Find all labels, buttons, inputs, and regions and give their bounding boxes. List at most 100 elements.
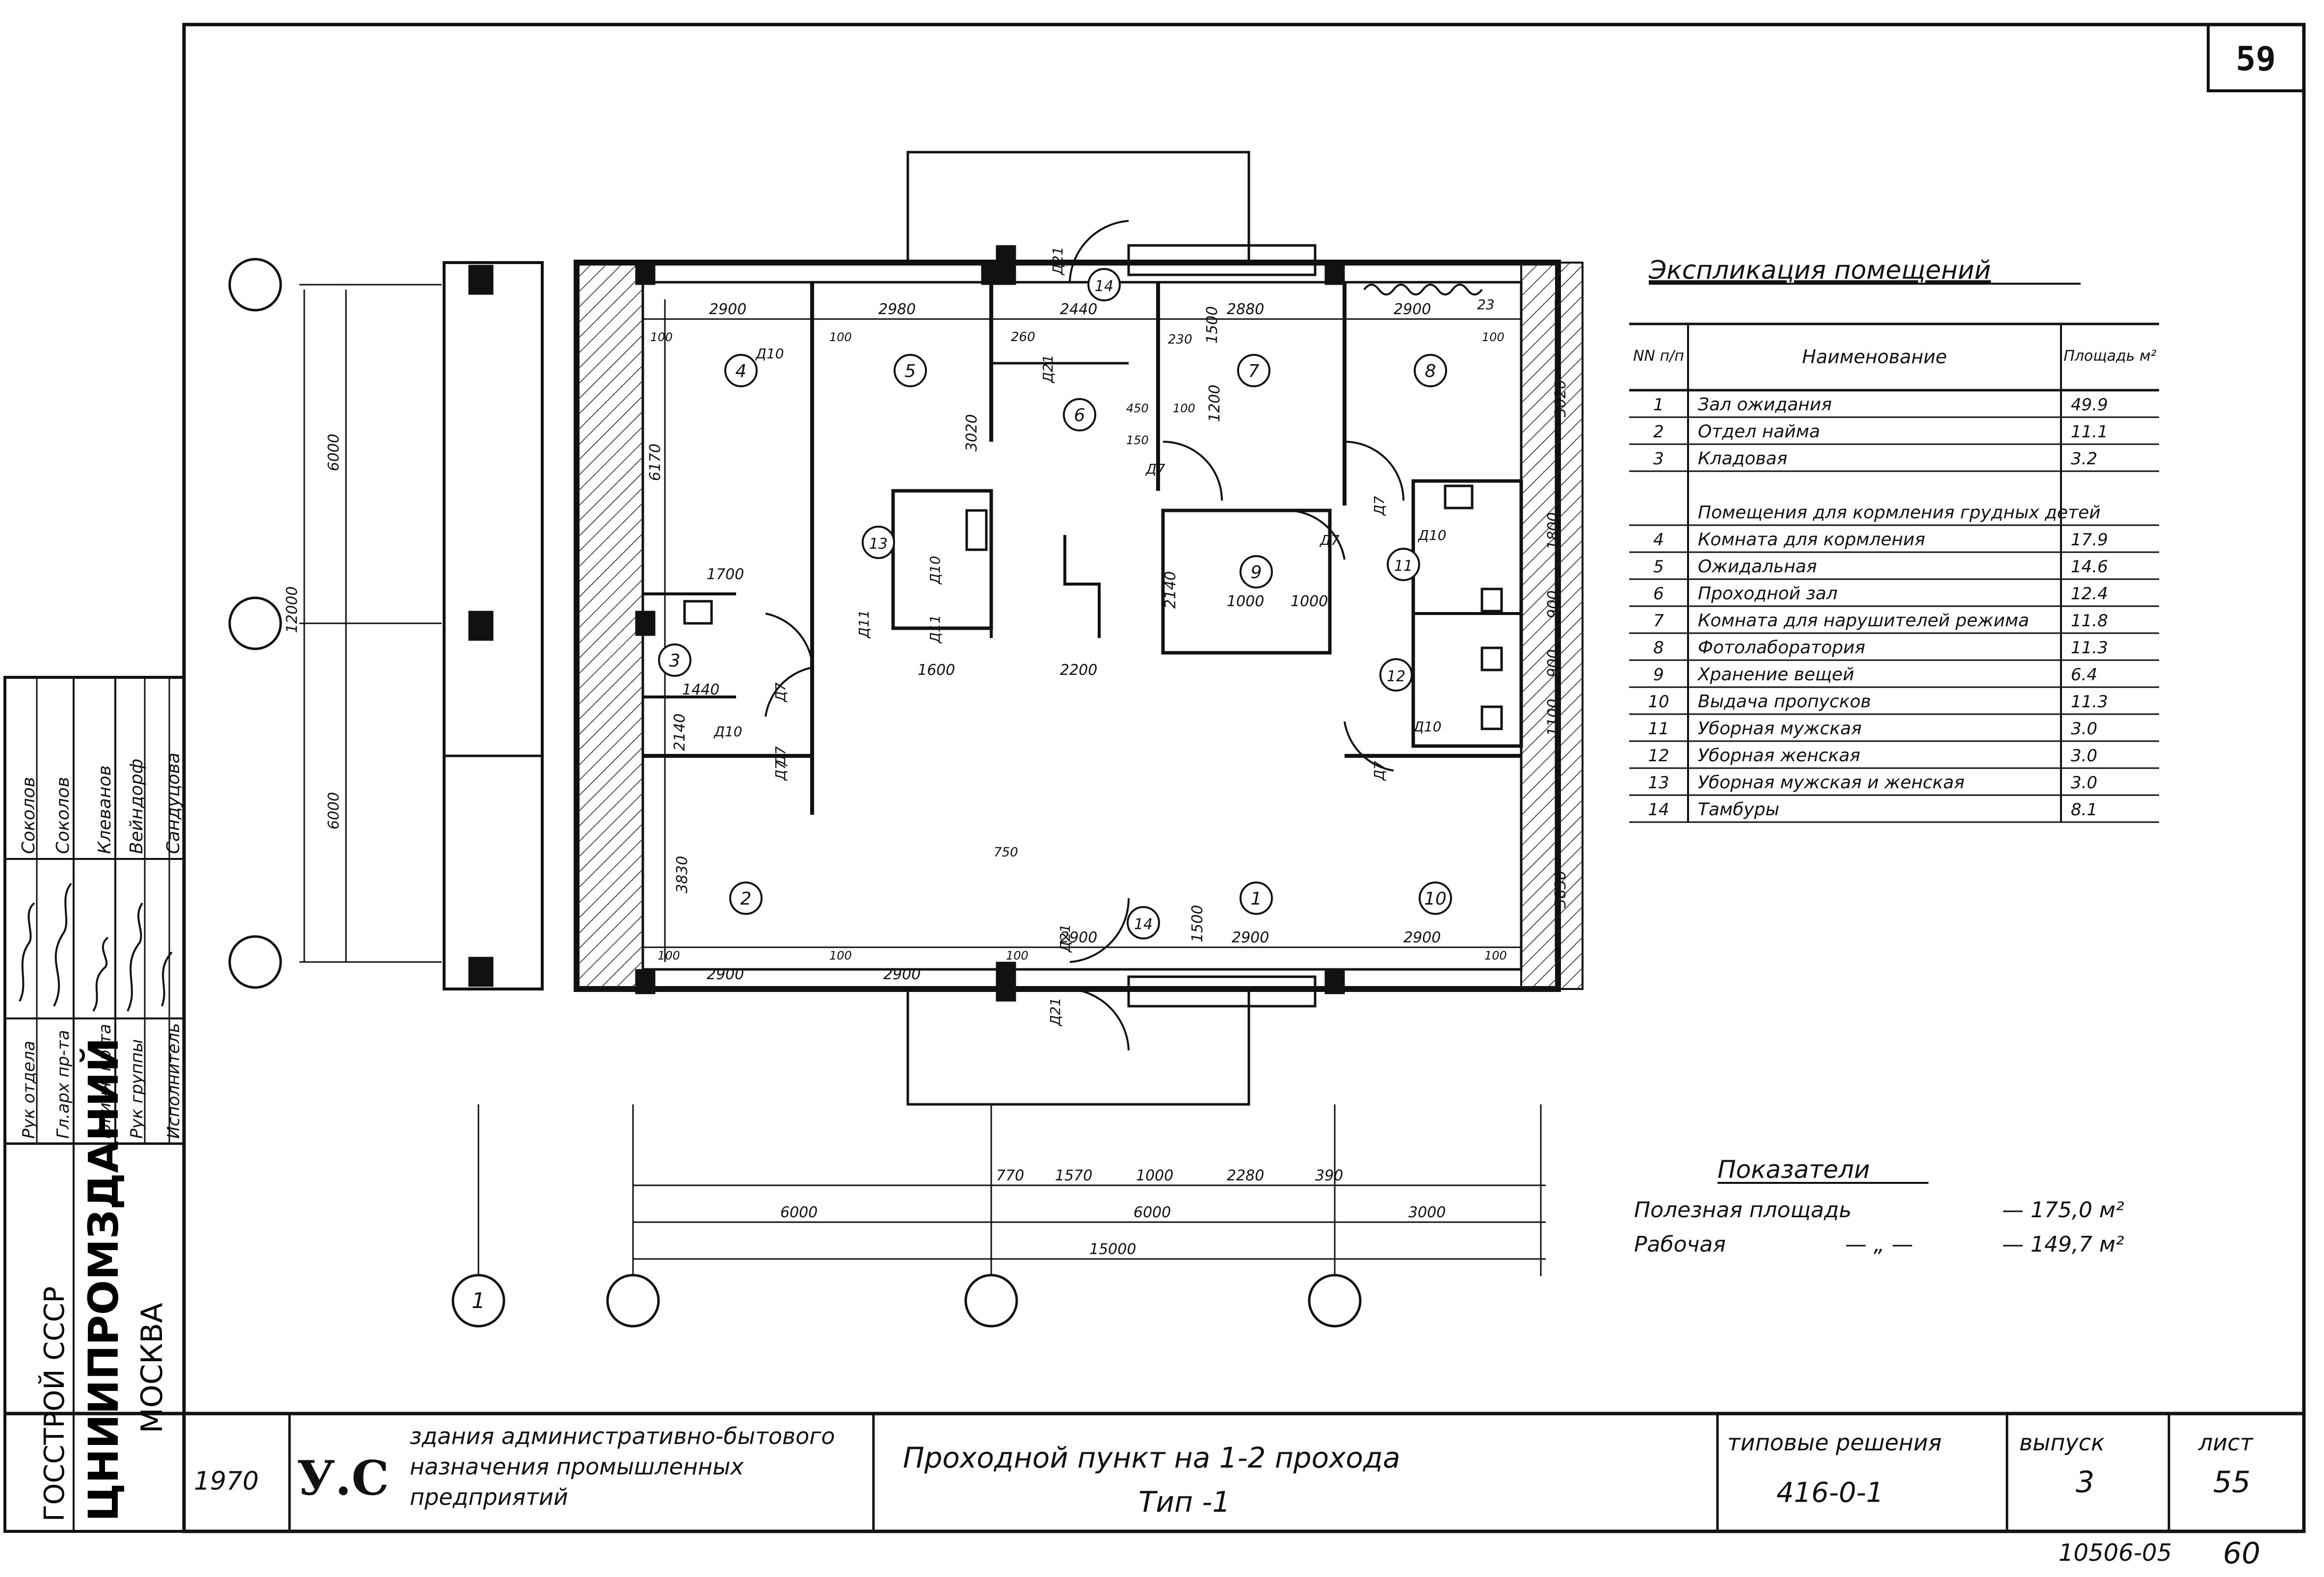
column [1324,969,1345,994]
door-arc [765,667,813,717]
room-label-5: 5 [905,361,916,381]
signature [53,882,72,1007]
table-cell: 12.4 [2071,584,2108,604]
door-label: Д10 [755,346,784,362]
table-cell: Комната для нарушителей режима [1698,611,2029,631]
tb-series-label: типовые решения [1727,1429,1942,1456]
door-arc [1344,441,1404,501]
table-cell: Уборная мужская [1698,719,1862,739]
room-bubble [1087,268,1121,301]
room-bubble [1240,555,1273,588]
room-label-2: 2 [740,889,752,909]
room-label-4: 4 [736,361,747,381]
table-cell: NN п/п [1633,347,1684,365]
canopy-left [443,261,544,990]
dim-inner: 2140 [671,714,688,751]
dim-chain: 390 [1315,1167,1343,1184]
door-label: Д7 [772,682,789,703]
dim-right: 900 [1545,649,1562,677]
door-labels: Д7 Д7 Д7 Д7 Д7 Д7 Д7 Д10 Д10 Д10 Д10 Д10… [713,246,1447,1027]
dim-inner: 1200 [1206,385,1223,422]
dim-bottom: 2900 [1403,929,1441,946]
dim-top: 260 [1011,330,1035,345]
dim-inner: 1000 [1227,593,1264,610]
stamp-org2: ЦНИИПРОМЗДАНИЙ [79,1038,128,1522]
room-label-14: 14 [1095,278,1113,295]
table-cell: 3.0 [2071,719,2097,739]
vestibule-top-right [1127,244,1317,276]
table-cell: 5 [1653,557,1664,577]
table-cell: Ожидальная [1698,557,1817,577]
room-bubbles [658,268,1452,939]
stamp-texts: Рук отдела Гл.арх пр-та Гл.инж пр-та Рук… [19,752,184,1522]
indicator-useful-value: — 175,0 м² [2002,1198,2124,1223]
dim-inner: 1700 [707,566,744,583]
table-cell: 11.3 [2071,638,2108,658]
dim-inner: 150 [1126,433,1149,447]
dim-left: 3830 [674,856,691,893]
table-cell: Выдача пропусков [1698,692,1871,712]
tb-sheet-label: лист [2198,1429,2254,1456]
hatched-wall-right [1520,262,1584,990]
axis-bubble-col [451,1274,505,1328]
dim-top: 230 [1168,332,1192,347]
table-cell: 11 [1648,719,1669,739]
axis-bubble-row [228,935,282,989]
dim-top: 100 [1173,401,1195,415]
door-label: Д7 [1145,461,1165,477]
toilet [1480,705,1503,730]
table-cell: Уборная мужская и женская [1698,773,1965,793]
toilet [1480,646,1503,671]
vestibule-bottom [996,962,1016,1002]
table-cell: 7 [1653,611,1664,631]
door-label: Д10 [713,723,742,740]
toilet [965,509,988,551]
door-label: Д10 [1417,527,1447,543]
door-label: Д11 [856,610,872,639]
dim-top: 2980 [878,301,916,318]
vestibule-bottom-right [1127,975,1317,1008]
sink [1444,484,1474,509]
room-bubble [1379,658,1413,692]
table-cell: 17.9 [2071,530,2108,550]
axis-bubble-row [228,258,282,312]
signature [127,902,143,1012]
room-label-7: 7 [1248,361,1260,381]
table-cell: Хранение вещей [1697,665,1854,685]
label-23: 23 [1477,296,1495,313]
explication-title: Экспликация помещений [1648,256,1991,285]
door-arc [1069,220,1129,283]
table-cell: 2 [1653,422,1664,442]
tb-issue-value: 3 [2076,1465,2094,1499]
dim-top: 100 [829,330,852,344]
dim-right: 3020 [1552,380,1569,417]
room-bubble [1127,906,1160,939]
dim-inner: 1500 [1204,306,1221,344]
table-cell: 8 [1653,638,1664,658]
stamp-role: Гл.арх пр-та [53,1030,73,1139]
axis-bubble-col [1308,1274,1362,1328]
stamp-name: Клеванов [95,765,115,854]
room-labels: 1 2 3 4 5 6 7 8 9 10 11 12 13 14 14 [669,278,1447,933]
tb-drawing-type: Тип -1 [1138,1485,1230,1519]
dim-left: 6170 [647,444,664,481]
indicator-work-value: — 149,7 м² [2002,1232,2124,1257]
stamp-org3: МОСКВА [135,1303,169,1433]
dim-right: 3830 [1552,871,1569,908]
table-cell: 3.0 [2071,773,2097,793]
stamp-role: Гл.инж пр-та [95,1024,115,1139]
stamp-role: Рук группы [127,1039,147,1139]
stamp-name: Соколов [19,777,39,854]
table-cell: Тамбуры [1698,800,1779,820]
door-arc [1162,441,1223,501]
signature [19,902,35,1002]
table-cell: Фотолаборатория [1698,638,1865,658]
door-label: Д7 [1319,532,1340,548]
stair-symbol [1063,535,1101,638]
door-arc [1069,988,1130,1051]
door-label: Д21 [1057,924,1073,953]
dim-chain: 2280 [1227,1167,1264,1184]
table-cell: 14.6 [2071,557,2108,577]
door-label: Д21 [1040,354,1056,384]
